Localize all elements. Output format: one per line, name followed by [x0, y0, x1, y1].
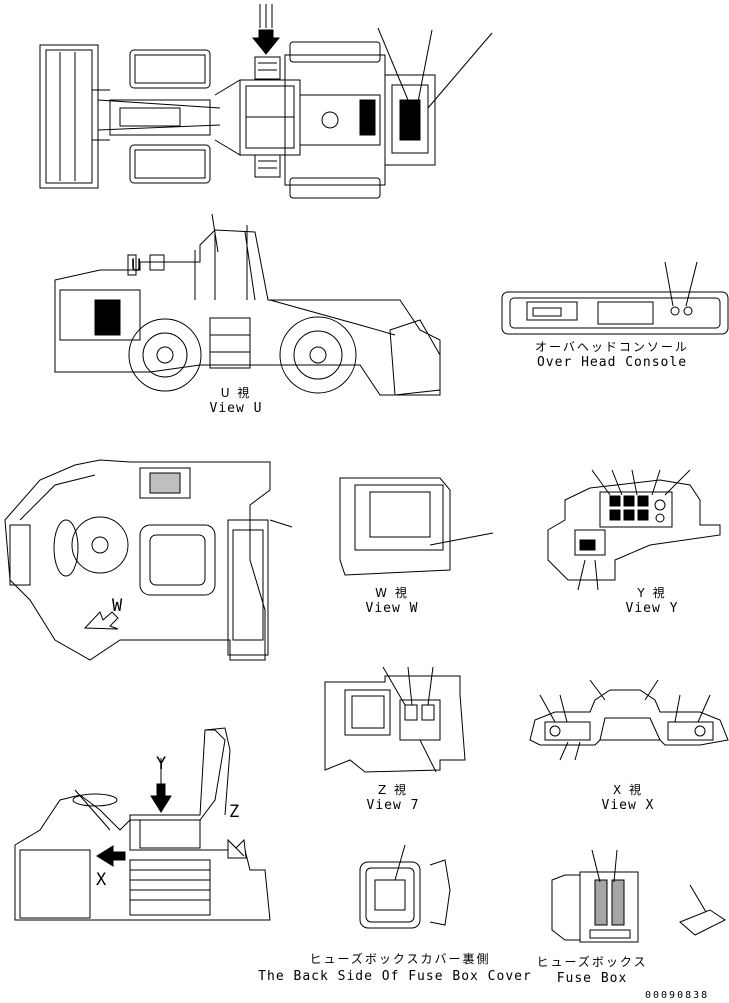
marker-u: U [131, 256, 142, 276]
view-w-panel [339, 477, 494, 576]
view-w-en-label: View W [365, 601, 419, 616]
view-x-console [529, 679, 729, 761]
marker-w: W [112, 596, 123, 616]
view-x-en-label: View X [601, 798, 655, 813]
machine-side-view-u [54, 213, 441, 396]
view-z-en-label: View 7 [366, 798, 420, 813]
view-w-jp-label: W 視 [375, 586, 409, 600]
view-z-panel [324, 666, 466, 773]
view-x-jp-label: X 視 [612, 783, 644, 797]
view-y-en-label: View Y [625, 601, 679, 616]
cab-interior-side-view [14, 727, 271, 921]
fuse-cover-en-label: The Back Side Of Fuse Box Cover [258, 969, 532, 984]
fuse-box [551, 849, 639, 943]
marker-y: Y [156, 754, 167, 774]
view-y-jp-label: Y 視 [637, 586, 667, 600]
fuse-box-en-label: Fuse Box [556, 971, 628, 986]
overhead-console-en-label: Over Head Console [536, 355, 688, 370]
fuse-box-cover [359, 844, 451, 929]
machine-top-view [39, 4, 493, 199]
small-decal [679, 884, 726, 936]
fuse-box-jp-label: ヒューズボックス [536, 955, 648, 969]
view-u-en-label: View U [209, 401, 263, 416]
overhead-console [501, 261, 729, 335]
drawing-code: 00090838 [645, 990, 710, 1001]
view-u-jp-label: U 視 [220, 386, 252, 400]
cab-floor-plan [4, 459, 293, 661]
view-z-jp-label: Z 視 [377, 783, 409, 797]
marker-z: Z [229, 802, 240, 822]
overhead-console-jp-label: オーバヘッドコンソール [535, 340, 689, 354]
view-y-console [547, 469, 721, 591]
fuse-cover-jp-label: ヒューズボックスカバー裏側 [309, 952, 491, 966]
marker-x: X [96, 870, 107, 890]
